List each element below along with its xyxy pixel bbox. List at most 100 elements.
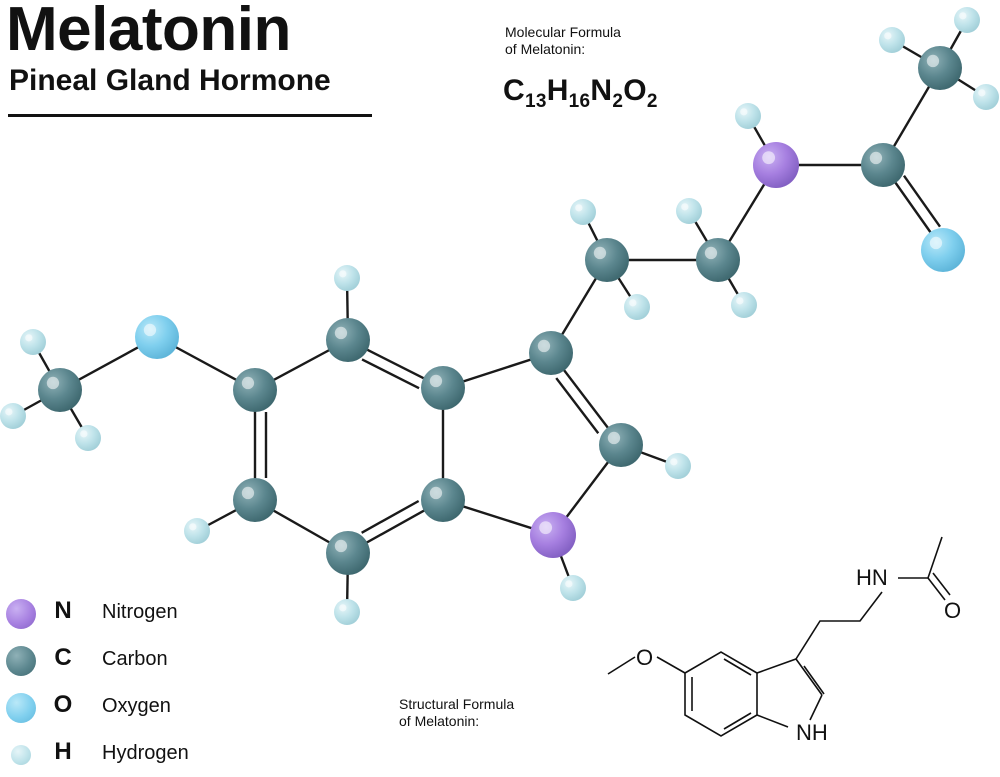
hydrogen-atom bbox=[624, 294, 650, 320]
atom-highlight bbox=[736, 297, 744, 305]
double-bond-inner bbox=[361, 358, 420, 390]
atom-highlight bbox=[681, 203, 689, 211]
oxygen-atom bbox=[921, 228, 965, 272]
nitrogen-atom bbox=[753, 142, 799, 188]
formula-count-o: 2 bbox=[646, 91, 658, 112]
hydrogen-atom bbox=[0, 403, 26, 429]
structural-bonds bbox=[607, 536, 951, 737]
legend-symbol: O bbox=[53, 691, 73, 718]
structural-formula-caption: Structural Formula of Melatonin: bbox=[399, 696, 514, 730]
legend-symbol: H bbox=[54, 738, 72, 765]
carbon-atom bbox=[326, 531, 370, 575]
hydrogen-atom bbox=[334, 265, 360, 291]
legend-item-carbon: C Carbon bbox=[0, 639, 300, 683]
atom-highlight bbox=[670, 458, 678, 466]
methoxy-methyl-bond bbox=[607, 656, 636, 675]
benzene-ring bbox=[684, 651, 758, 737]
page-title: Melatonin bbox=[6, 0, 291, 64]
molecular-formula-caption: Molecular Formula of Melatonin: bbox=[505, 24, 621, 58]
hydrogen-atom bbox=[676, 198, 702, 224]
carbon-atom bbox=[585, 238, 629, 282]
carbonyl-bond bbox=[927, 577, 946, 601]
atom-highlight bbox=[978, 89, 986, 97]
atom-highlight bbox=[929, 236, 943, 250]
atom-highlight bbox=[704, 246, 718, 260]
formula-element-h: H bbox=[546, 74, 569, 107]
hydrogen-atom bbox=[560, 575, 586, 601]
hydrogen-atom bbox=[334, 599, 360, 625]
legend-item-oxygen: O Oxygen bbox=[0, 686, 300, 730]
carbon-atom bbox=[233, 368, 277, 412]
double-bond-inner bbox=[555, 377, 600, 434]
oxygen-atom bbox=[135, 315, 179, 359]
atom-highlight bbox=[539, 521, 553, 535]
legend-symbol: C bbox=[54, 644, 72, 671]
atom-highlight bbox=[565, 580, 573, 588]
structural-formula-caption-line2: of Melatonin: bbox=[399, 713, 480, 729]
double-bond-inner bbox=[903, 174, 941, 228]
atom-highlight bbox=[25, 334, 33, 342]
atom-highlight bbox=[740, 108, 748, 116]
formula-element-n: N bbox=[590, 74, 613, 107]
atom-highlight bbox=[339, 604, 347, 612]
carbon-atom bbox=[421, 478, 465, 522]
benzene-double-bond bbox=[723, 712, 752, 730]
atom-highlight bbox=[884, 32, 892, 40]
formula-count-n: 2 bbox=[612, 91, 624, 112]
hydrogen-atom bbox=[954, 7, 980, 33]
hydrogen-atom bbox=[735, 103, 761, 129]
hydrogen-atom bbox=[20, 329, 46, 355]
benzene-double-bond bbox=[723, 658, 752, 676]
legend-name: Nitrogen bbox=[102, 601, 178, 623]
formula-element-o: O bbox=[623, 74, 647, 107]
atom-highlight bbox=[629, 299, 637, 307]
legend-name: Oxygen bbox=[102, 695, 171, 717]
structural-label-o-carbonyl: O bbox=[944, 598, 961, 623]
atom-highlight bbox=[926, 54, 940, 68]
atom-highlight bbox=[575, 204, 583, 212]
oxygen-atom-icon bbox=[6, 693, 36, 723]
carbon-atom-icon bbox=[6, 646, 36, 676]
atom-highlight bbox=[334, 539, 348, 553]
carbon-atom bbox=[861, 143, 905, 187]
ethyl-side-chain bbox=[795, 591, 883, 660]
hydrogen-atom bbox=[731, 292, 757, 318]
hydrogen-atom bbox=[879, 27, 905, 53]
hydrogen-atom bbox=[665, 453, 691, 479]
carbon-atom bbox=[421, 366, 465, 410]
pyrrole-double-bond bbox=[803, 665, 825, 695]
legend-name: Carbon bbox=[102, 648, 168, 670]
carbonyl-double-bond bbox=[932, 572, 951, 596]
nitrogen-atom bbox=[530, 512, 576, 558]
acetyl-bond bbox=[898, 536, 943, 579]
structural-formula-caption-line1: Structural Formula bbox=[399, 696, 515, 712]
atom-highlight bbox=[241, 486, 255, 500]
carbon-atom bbox=[529, 331, 573, 375]
atom-highlight bbox=[5, 408, 13, 416]
atom-highlight bbox=[189, 523, 197, 531]
atom-highlight bbox=[429, 374, 443, 388]
formula-count-c: 13 bbox=[524, 91, 547, 112]
nitrogen-atom-icon bbox=[6, 599, 36, 629]
carbon-atom bbox=[599, 423, 643, 467]
molecular-formula-caption-line2: of Melatonin: bbox=[505, 41, 586, 57]
structural-label-nh: NH bbox=[796, 720, 828, 745]
hydrogen-atom bbox=[184, 518, 210, 544]
carbon-atom bbox=[233, 478, 277, 522]
carbon-atom bbox=[38, 368, 82, 412]
atom-highlight bbox=[241, 376, 255, 390]
structural-formula-drawing: O HN O NH bbox=[607, 536, 961, 745]
atom-highlight bbox=[762, 151, 776, 165]
hydrogen-atom bbox=[973, 84, 999, 110]
pyrrole-ring-bottom bbox=[756, 714, 789, 728]
hydrogen-atom bbox=[570, 199, 596, 225]
legend-name: Hydrogen bbox=[102, 742, 189, 764]
structural-label-o-methoxy: O bbox=[636, 645, 653, 670]
formula-count-h: 16 bbox=[568, 91, 591, 112]
structural-label-hn: HN bbox=[856, 565, 888, 590]
carbon-atom bbox=[918, 46, 962, 90]
methoxy-bond bbox=[656, 656, 686, 674]
formula-element-c: C bbox=[503, 74, 525, 107]
page-subtitle: Pineal Gland Hormone bbox=[9, 64, 331, 97]
